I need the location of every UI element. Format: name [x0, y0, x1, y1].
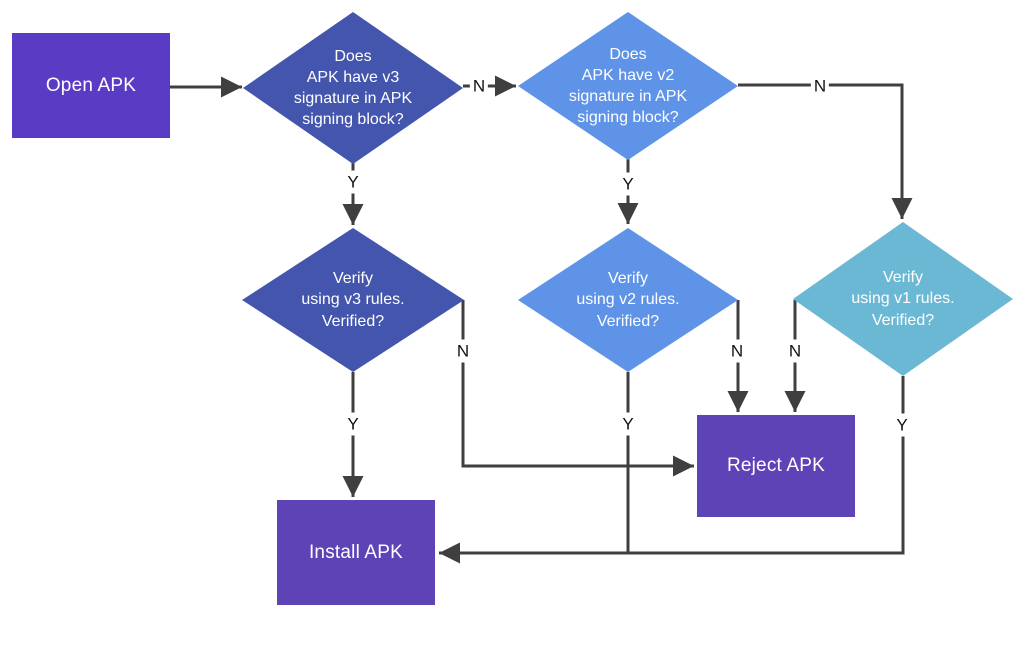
edge-label-verify-v1-to-install-apk: Y: [893, 413, 911, 437]
edge-label-verify-v2-to-reject-apk: N: [727, 339, 747, 363]
edge-label-has-v3-to-has-v2: N: [469, 74, 489, 98]
edge-label-has-v2-to-verify-v2: Y: [619, 172, 637, 196]
edge-label-has-v2-to-verify-v1: N: [810, 74, 830, 98]
node-reject-apk: Reject APK: [697, 415, 855, 517]
edge-label-verify-v3-to-install-apk: Y: [344, 412, 362, 436]
node-open-apk: Open APK: [12, 33, 170, 138]
edge-has-v2-to-verify-v1: [738, 83, 913, 219]
edge-label-verify-v3-to-reject-apk: N: [453, 339, 473, 363]
edge-label-verify-v1-to-reject-apk: N: [785, 339, 805, 363]
node-install-apk: Install APK: [277, 500, 435, 605]
edge-label-verify-v2-to-install-apk: Y: [619, 412, 637, 436]
edge-label-has-v3-to-verify-v3: Y: [344, 170, 362, 194]
